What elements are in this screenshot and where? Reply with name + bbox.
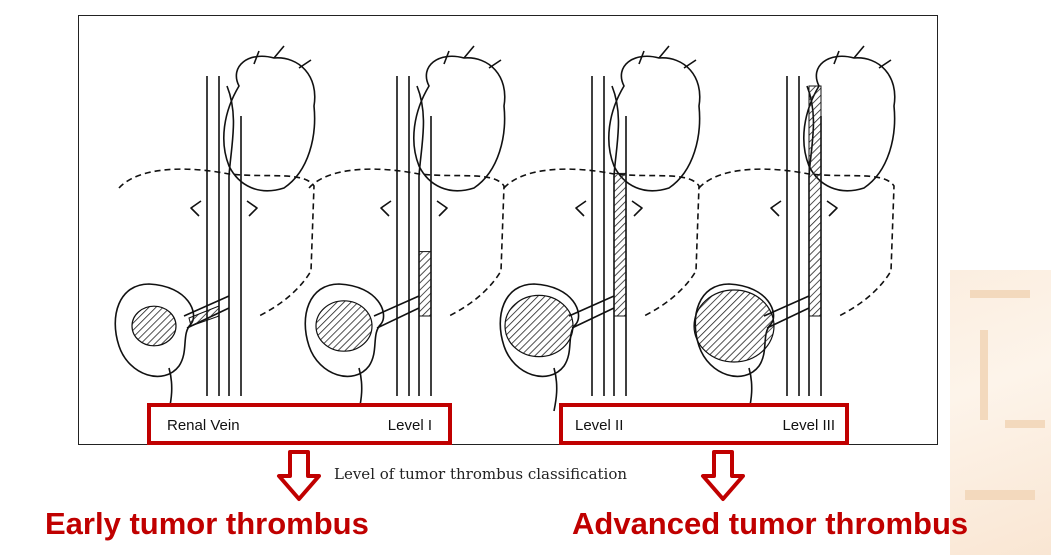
panel-2 [304,45,506,412]
background-watermark [950,270,1051,555]
early-levels-box: Renal Vein Level I [147,403,452,445]
thrombus-illustration [78,15,938,445]
down-arrow-icon [277,450,321,501]
panel-4 [693,45,896,412]
level-iii-label: Level III [782,417,835,434]
down-arrow-icon [701,450,745,501]
advanced-levels-box: Level II Level III [559,403,849,445]
level-i-label: Level I [387,417,432,434]
advanced-tumor-thrombus-heading: Advanced tumor thrombus [572,506,969,541]
early-tumor-thrombus-heading: Early tumor thrombus [45,506,369,541]
anatomy-drawings [114,45,896,412]
figure-caption: Level of tumor thrombus classification [334,465,628,483]
panel-3 [499,45,701,412]
panel-1 [114,45,316,412]
level-ii-label: Level II [575,417,624,434]
renal-vein-label: Renal Vein [167,417,240,434]
